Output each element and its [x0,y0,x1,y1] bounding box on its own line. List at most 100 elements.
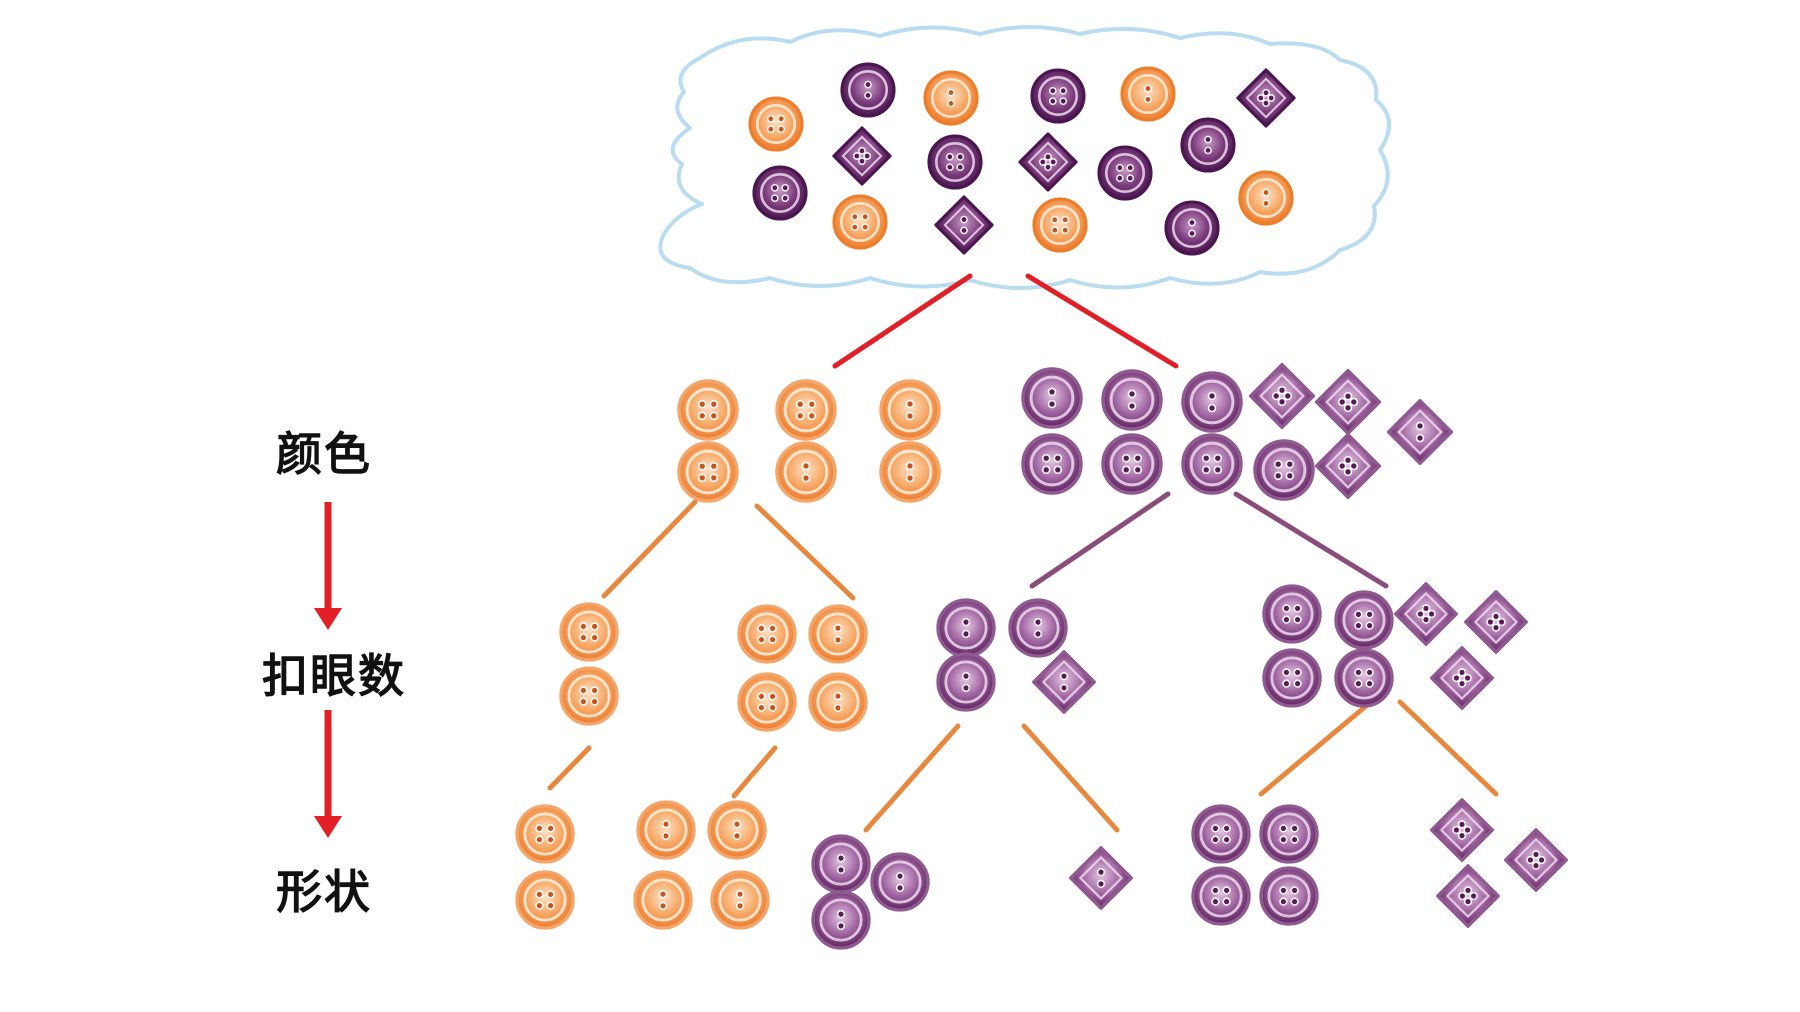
branch-line [754,503,856,601]
button-hole [801,461,811,471]
button-hole [1059,672,1069,681]
button-inner-ring [1445,873,1491,919]
button-hole [546,901,555,910]
button-hole [1452,673,1461,683]
purple-diamond-4-hole-button [1248,362,1316,430]
button-inner-ring [847,69,889,111]
orange-circle-4-hole-button [737,672,797,732]
button-hole [1053,453,1063,463]
button-hole [960,226,968,235]
button-inner-ring [567,610,611,654]
button-hole [895,883,905,892]
button-body [1430,646,1494,710]
level-label-hole-count: 扣眼数 [262,649,406,703]
button-hole [661,820,671,829]
button-inner-ring [718,878,762,922]
button-hole [850,212,859,221]
button-hole [1211,897,1220,906]
button-hole [768,703,777,712]
button-inner-ring [878,860,922,904]
button-hole [1457,831,1467,840]
down-arrow [314,710,342,838]
button-hole [1053,465,1063,475]
button-hole [1290,835,1299,844]
branch-line [547,745,592,791]
button-body [1248,362,1316,430]
button-hole [1049,158,1058,166]
button-inner-ring [1261,447,1307,493]
button-hole [1050,226,1059,235]
button-inner-ring [783,449,829,495]
purple-circle-4-hole-button [1021,433,1083,495]
purple-diamond-2-hole-button [1386,398,1454,466]
orange-circle-4-hole-button [559,602,619,662]
purple-circle-4-hole-button [1262,648,1322,708]
button-hole [852,152,861,160]
branch-line [1233,491,1389,589]
button-hole [709,473,719,483]
button-hole [1416,609,1425,619]
purple-circle-2-hole-button [840,62,896,118]
button-inner-ring [1513,837,1559,883]
button-hole [1126,163,1135,172]
button-hole [1047,399,1057,409]
button-inner-ring [1029,375,1075,421]
button-inner-ring [523,878,567,922]
button-hole [1059,683,1069,692]
button-hole [863,152,872,160]
button-hole [1213,453,1223,463]
button-hole [1343,467,1353,477]
button-hole [833,624,843,633]
button-hole [1044,152,1052,161]
button-hole [1262,99,1270,108]
button-hole [961,672,971,681]
button-inner-ring [644,808,688,852]
purple-circle-2-hole-button [1164,200,1220,256]
button-hole [1531,861,1541,870]
button-inner-ring [715,808,759,852]
button-hole [905,411,915,421]
purple-circle-4-hole-button [1334,648,1394,708]
button-hole [579,686,588,695]
button-hole [1121,465,1131,475]
orange-circle-2-hole-button [808,672,868,732]
button-hole [1133,465,1143,475]
button-hole [1222,886,1231,895]
purple-circle-2-hole-button [811,834,871,894]
button-hole [1293,679,1302,688]
branch-line [601,499,698,599]
button-hole [1279,897,1288,906]
purple-circle-2-hole-button [1101,369,1163,431]
button-body [1464,590,1528,654]
button-body [1386,398,1454,466]
button-hole [535,835,544,844]
button-hole [1033,618,1043,627]
button-inner-ring [685,449,731,495]
button-hole [1491,612,1501,621]
purple-diamond-4-hole-button [1314,368,1382,436]
button-hole [1047,387,1057,397]
button-hole [1041,453,1051,463]
orange-circle-4-hole-button [832,194,888,250]
button-hole [1415,421,1425,431]
button-hole [1033,629,1043,638]
orange-circle-4-hole-button [748,96,804,152]
button-hole [1144,95,1152,104]
button-hole [1279,886,1288,895]
button-hole [1452,825,1461,835]
button-hole [1365,679,1374,688]
purple-diamond-4-hole-button [1504,828,1568,892]
button-hole [579,622,588,631]
button-body [1394,582,1458,646]
button-hole [697,473,707,483]
level-label-color: 颜色 [276,427,372,481]
button-hole [1061,226,1070,235]
button-hole [864,91,872,100]
orange-circle-2-hole-button [707,800,767,860]
orange-circle-2-hole-button [879,441,941,503]
button-inner-ring [1109,441,1155,487]
button-hole [833,692,843,701]
button-inner-ring [1267,874,1311,918]
button-hole [1204,146,1212,155]
purple-diamond-4-hole-button [1314,432,1382,500]
